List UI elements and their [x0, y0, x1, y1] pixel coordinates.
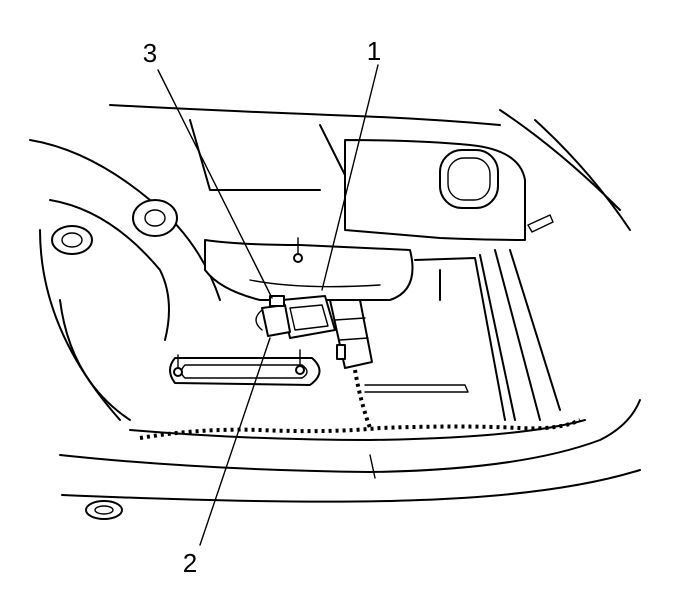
callout-label-1: 1: [367, 36, 381, 66]
callout-3: 3: [143, 38, 273, 299]
leader-line-1: [321, 64, 379, 291]
mounting-stud: [173, 354, 183, 377]
mounting-stud: [293, 237, 303, 263]
electrical-connector: [255, 295, 291, 337]
callout-label-3: 3: [143, 38, 157, 68]
leader-line-2: [199, 337, 271, 546]
wiring-harness-plug: [329, 299, 373, 369]
mounting-stud: [295, 349, 305, 375]
callout-2: 2: [183, 337, 271, 578]
vehicle-floor-illustration: [29, 104, 641, 520]
leader-line-3: [157, 69, 273, 299]
callout-1: 1: [321, 36, 381, 291]
callout-label-2: 2: [183, 548, 197, 578]
